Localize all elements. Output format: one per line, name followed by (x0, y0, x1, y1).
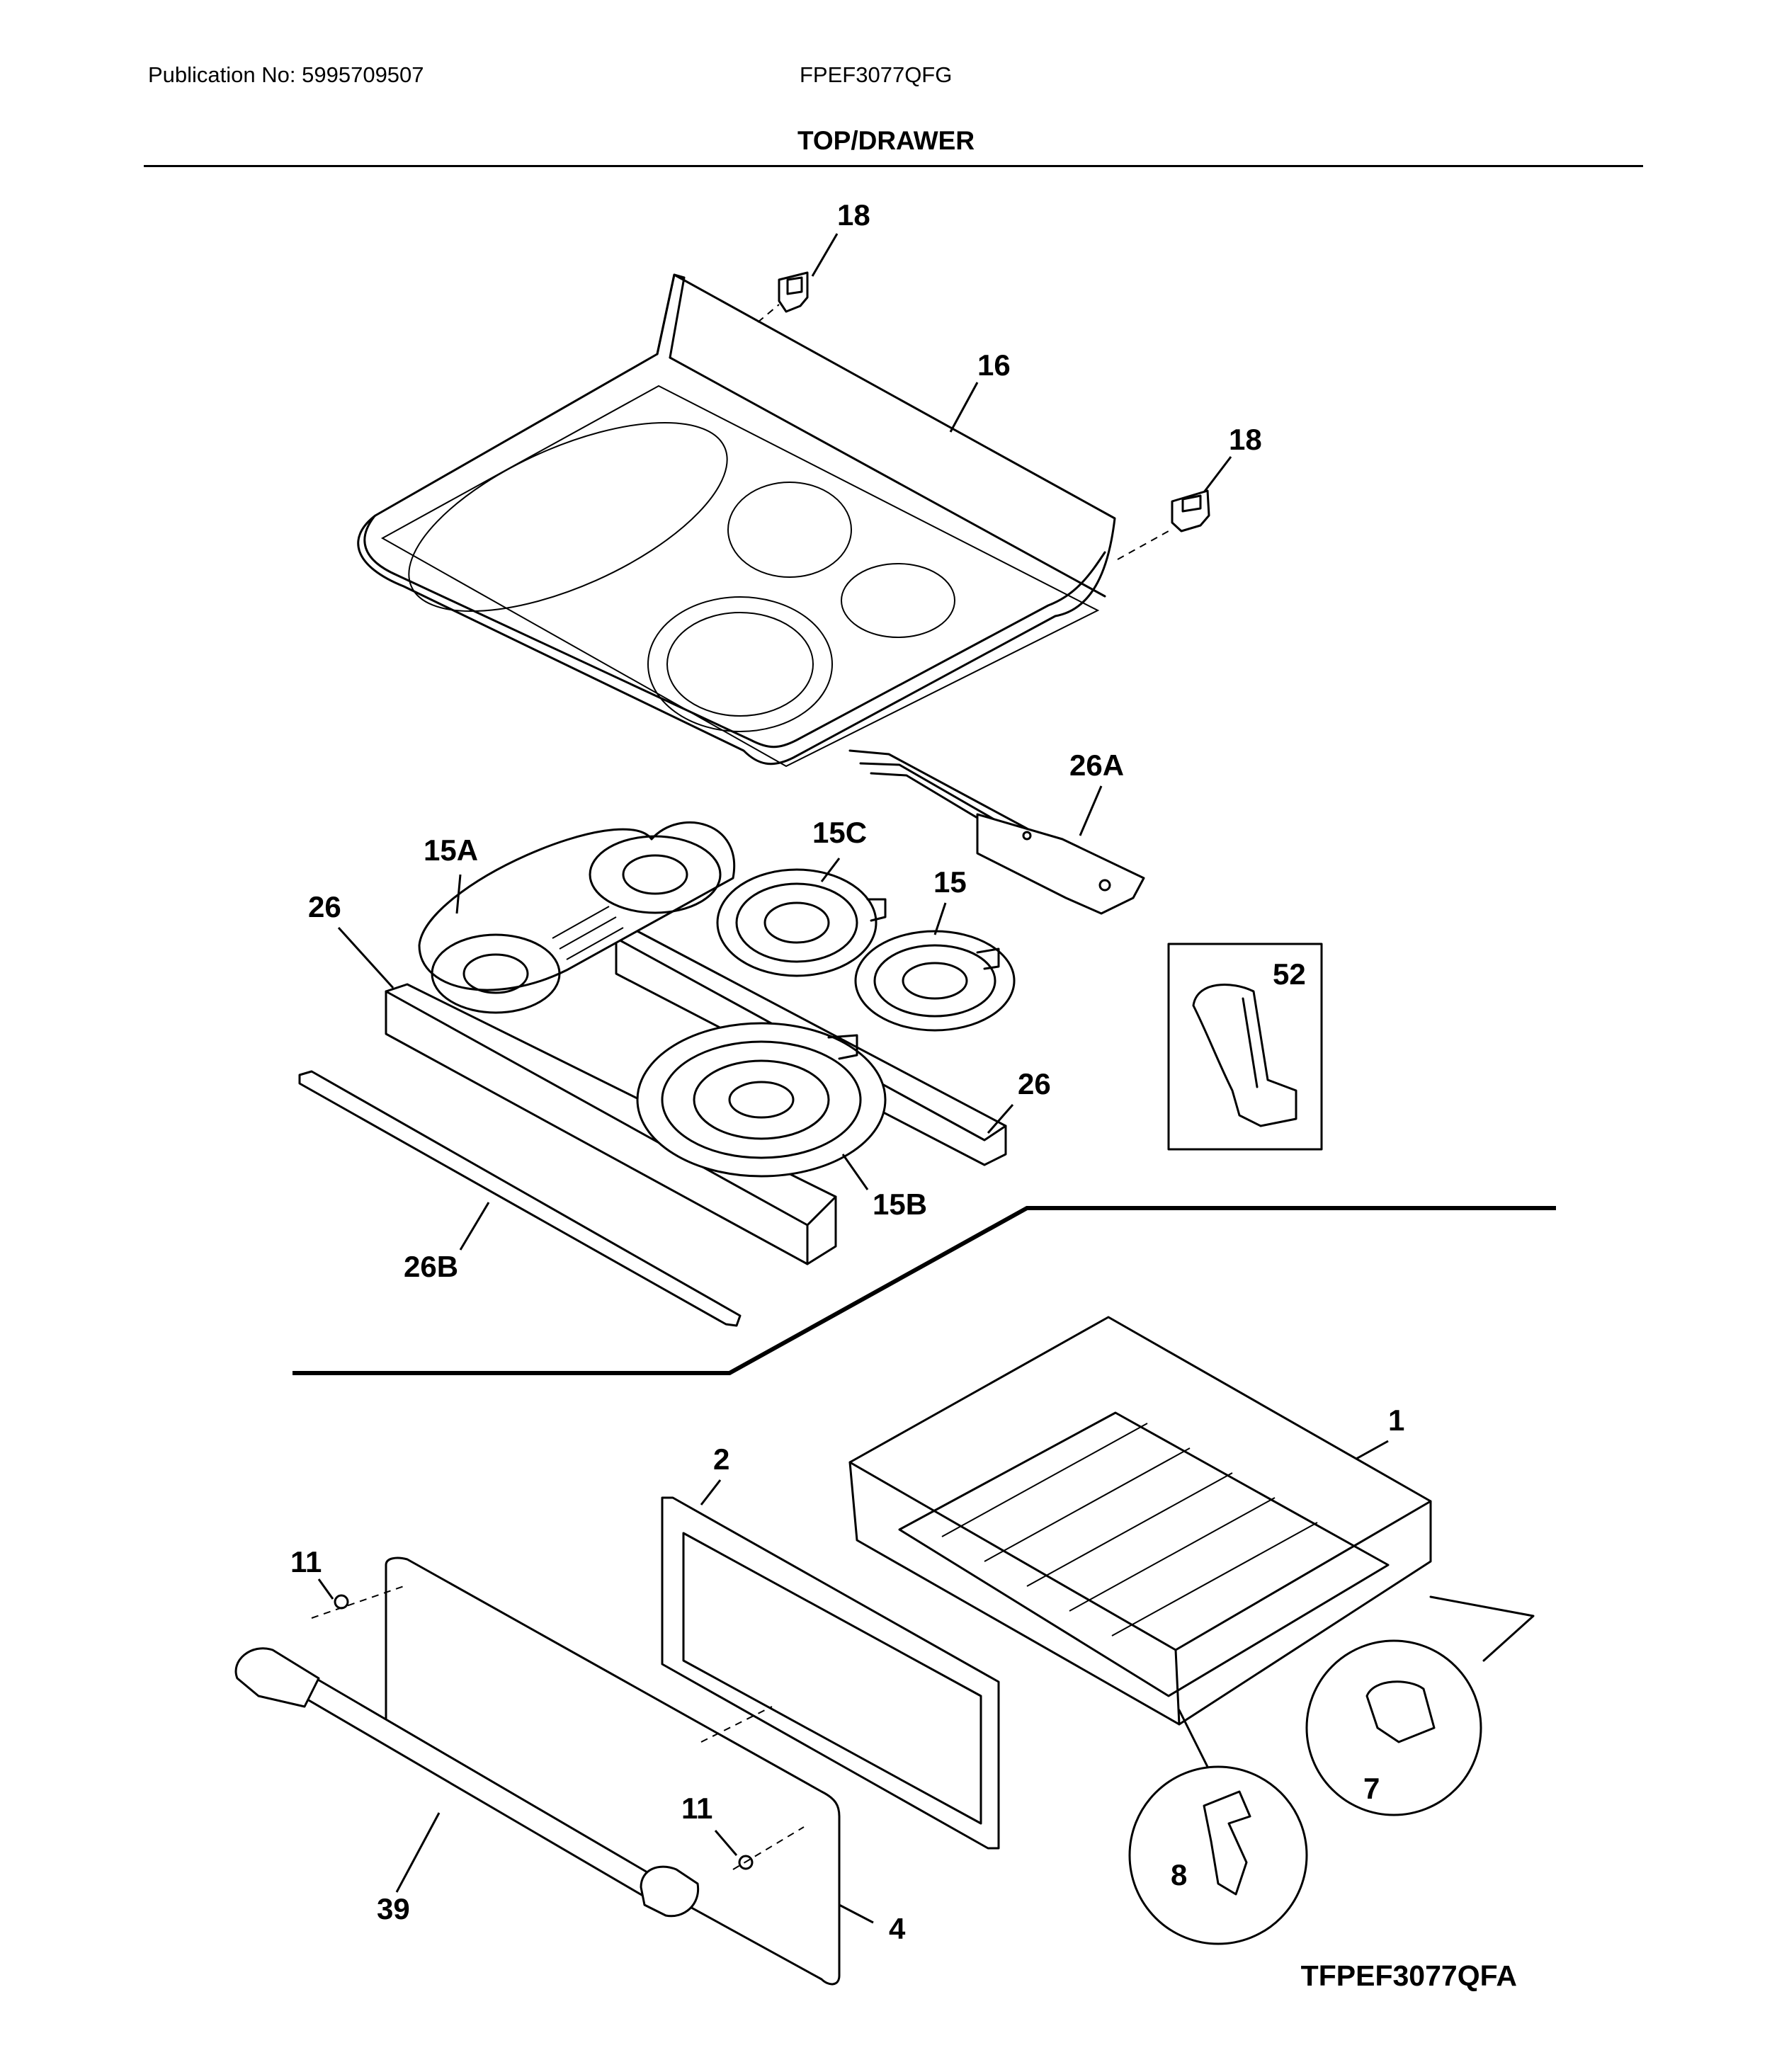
detail-part-7[interactable] (1305, 1595, 1535, 1816)
drawer-handle-part-39[interactable] (234, 1647, 700, 1918)
screw-part-11-upper[interactable] (334, 1594, 349, 1610)
dual-element-part-15a[interactable] (418, 821, 736, 1014)
section-title: TOP/DRAWER (797, 126, 975, 155)
drawer-frame-part-2[interactable] (661, 1496, 1000, 1850)
cooktop-part-16[interactable] (357, 273, 1116, 768)
header-rule (144, 165, 1643, 167)
callout-15c: 15C (812, 816, 867, 849)
callout-26b: 26B (404, 1250, 458, 1283)
drawer-body-part-1[interactable] (848, 1316, 1432, 1726)
callout-4: 4 (889, 1912, 906, 1945)
trim-strip-part-26b[interactable] (298, 1070, 742, 1327)
callout-15b: 15B (873, 1188, 927, 1221)
callout-18-right: 18 (1229, 423, 1262, 456)
element-part-15b[interactable] (636, 1022, 887, 1178)
callout-2: 2 (713, 1442, 729, 1476)
callout-11-upper: 11 (290, 1545, 322, 1578)
diagram-reference-code: TFPEF3077QFA (1300, 1959, 1517, 1992)
element-bracket-part-26-left[interactable] (385, 983, 837, 1265)
callout-26-left: 26 (308, 890, 341, 923)
callout-16: 16 (977, 348, 1011, 382)
callout-15: 15 (933, 865, 967, 899)
callout-11-lower: 11 (681, 1792, 712, 1825)
callout-52: 52 (1273, 957, 1306, 991)
callout-15a: 15A (424, 833, 478, 867)
leader-lines (317, 233, 1389, 1924)
bracket-part-18-right[interactable] (1171, 489, 1210, 533)
callout-1: 1 (1388, 1404, 1404, 1437)
model-number: FPEF3077QFG (800, 62, 953, 87)
element-part-15c[interactable] (716, 868, 887, 977)
bracket-part-18-left[interactable] (778, 271, 809, 313)
inset-part-52[interactable] (1167, 943, 1323, 1151)
element-part-15[interactable] (854, 930, 1016, 1032)
callout-18-top: 18 (837, 198, 870, 232)
callout-8: 8 (1171, 1858, 1187, 1891)
callout-7: 7 (1363, 1772, 1380, 1805)
section-separator-line (293, 1206, 1556, 1375)
publication-number: Publication No: 5995709507 (148, 62, 424, 87)
detail-part-8[interactable] (1128, 1709, 1308, 1945)
callout-26-right: 26 (1018, 1067, 1051, 1100)
wire-harness-part-26a[interactable] (848, 749, 1145, 915)
callout-26a: 26A (1069, 748, 1124, 782)
callout-39: 39 (377, 1892, 410, 1925)
